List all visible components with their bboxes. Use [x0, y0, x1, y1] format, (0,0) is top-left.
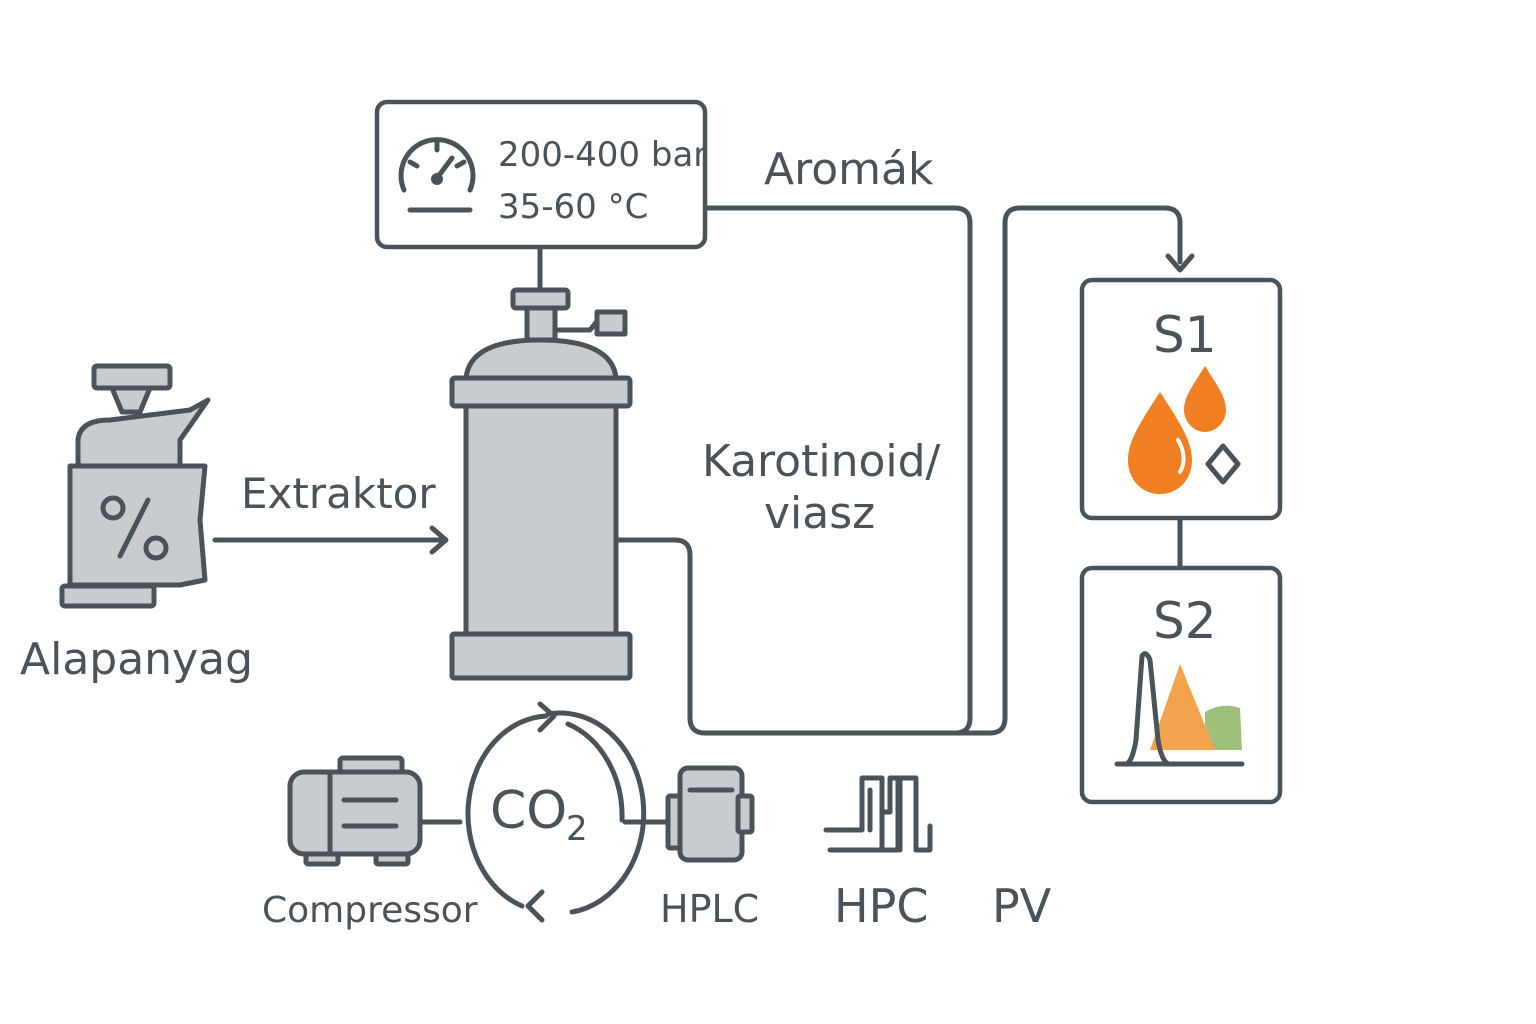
separator-s1: S1: [1079, 277, 1283, 521]
compressor-icon: [287, 755, 423, 867]
wax-label: viasz: [764, 488, 875, 539]
extract-line: [615, 205, 1183, 736]
grinder-icon: [59, 363, 211, 609]
pressure-gauge-icon: [398, 137, 476, 213]
feed-arrow-head: [429, 525, 449, 555]
recycle-arrows-icon: [465, 701, 647, 923]
raw-material-label: Alapanyag: [20, 634, 253, 685]
co2-subscript-text: 2: [566, 809, 588, 849]
extraction-vessel-icon: [449, 287, 633, 681]
pressure-label: 200-400 bar: [498, 135, 707, 175]
oil-drops-icon: [1128, 366, 1226, 494]
separator-s1-label: S1: [1153, 306, 1217, 364]
pv-label: PV: [992, 879, 1052, 933]
co2-label: CO 2: [490, 781, 588, 849]
pump-icon: [665, 765, 755, 863]
hplc-label: HPLC: [660, 887, 759, 931]
crystal-icon: [1205, 443, 1241, 485]
co2-main-text: CO: [490, 781, 567, 841]
chromatogram-icon: [1114, 651, 1245, 767]
extractor-label: Extraktor: [241, 469, 436, 518]
conditions-box: 200-400 bar 35-60 °C: [374, 99, 707, 250]
separator-s2-label: S2: [1153, 592, 1217, 650]
hpc-label: HPC: [834, 879, 928, 933]
temperature-label: 35-60 °C: [498, 187, 648, 227]
aromas-label: Aromák: [764, 144, 934, 195]
percent-icon: [100, 495, 169, 561]
separator-s2: S2: [1079, 565, 1283, 805]
hpc-instrument-icon: [823, 775, 933, 853]
process-lines: [212, 205, 1195, 825]
compressor-label: Compressor: [262, 890, 478, 931]
separator-arrow-head: [1165, 253, 1195, 273]
carotenoid-label: Karotinoid/: [702, 436, 941, 487]
